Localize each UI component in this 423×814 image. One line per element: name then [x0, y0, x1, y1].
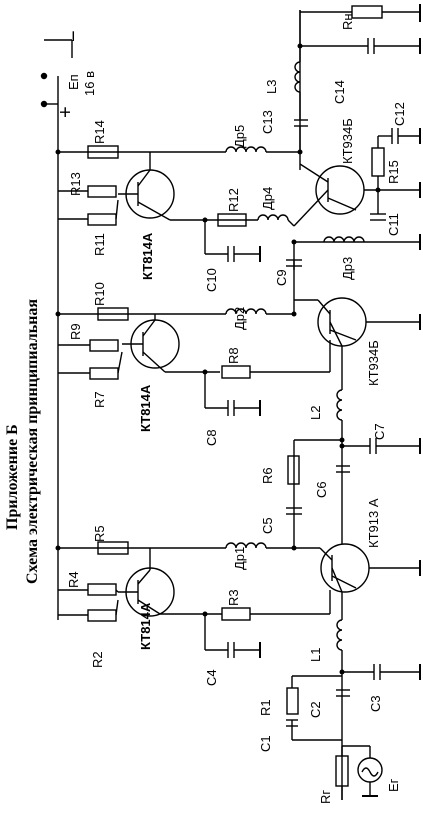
transistor-q2: [320, 543, 370, 593]
choke-dr1: [225, 542, 267, 549]
label-r2: R2: [90, 651, 105, 668]
label-r7: R7: [92, 391, 107, 408]
label-q6: КТ934Б: [340, 118, 355, 164]
choke-dr2: [225, 308, 267, 315]
inductor-l3: [294, 61, 301, 93]
label-l2: L2: [308, 406, 323, 420]
resistor-r7: [89, 367, 119, 380]
label-c10: C10: [204, 268, 219, 292]
transistor-q6: [315, 165, 365, 215]
label-rg: Rг: [318, 790, 333, 804]
label-r15: R15: [386, 160, 401, 184]
label-r9: R9: [68, 323, 83, 340]
label-q5: КТ814А: [140, 232, 155, 280]
label-l1: L1: [308, 648, 323, 662]
label-dr1: Др1: [232, 547, 247, 570]
label-eg: Ег: [386, 778, 401, 792]
resistor-r1: [286, 687, 299, 715]
label-dr4: Др4: [260, 187, 275, 210]
label-r6: R6: [260, 467, 275, 484]
inductor-l1: [336, 619, 343, 651]
label-ep-voltage: 16 в: [82, 71, 97, 96]
resistor-r3: [221, 607, 251, 621]
label-dr3: Др3: [340, 257, 355, 280]
label-c3: C3: [368, 695, 383, 712]
label-q4: КТ934Б: [366, 340, 381, 386]
label-c5: C5: [260, 517, 275, 534]
label-r10: R10: [92, 282, 107, 306]
resistor-rn: [351, 5, 383, 19]
label-c13: C13: [260, 110, 275, 134]
label-r1: R1: [258, 699, 273, 716]
resistor-r8: [221, 365, 251, 379]
label-r4: R4: [66, 571, 81, 588]
resistor-r9: [89, 339, 119, 352]
label-c9: C9: [274, 269, 289, 286]
label-q3: КТ814А: [138, 384, 153, 432]
resistor-r15: [371, 147, 385, 177]
label-c4: C4: [204, 669, 219, 686]
label-l3: L3: [264, 80, 279, 94]
resistor-r4: [87, 583, 117, 596]
label-minus: −: [63, 30, 85, 42]
choke-dr5: [225, 146, 267, 153]
resistor-r5: [97, 541, 129, 555]
resistor-r6: [287, 455, 300, 485]
label-r14: R14: [92, 120, 107, 144]
resistor-r2: [87, 609, 117, 622]
choke-dr4: [257, 214, 289, 221]
resistor-r12: [217, 213, 247, 227]
label-c2: C2: [308, 701, 323, 718]
resistor-r11: [87, 213, 117, 226]
label-c12: C12: [392, 102, 407, 126]
label-dr2: Др2: [232, 307, 247, 330]
label-c8: C8: [204, 429, 219, 446]
resistor-r14: [87, 145, 119, 159]
label-r11: R11: [92, 233, 107, 256]
choke-dr3: [323, 236, 365, 243]
label-r12: R12: [226, 188, 241, 212]
label-ep: Еп: [66, 74, 81, 90]
label-plus: +: [55, 106, 77, 118]
label-r5: R5: [92, 525, 107, 542]
label-dr5: Др5: [232, 125, 247, 148]
label-c14: C14: [332, 80, 347, 104]
source-eg-symbol: [357, 757, 383, 783]
label-rn: Rн: [340, 13, 355, 30]
label-r13: R13: [68, 172, 83, 196]
label-q1: КТ814А: [138, 602, 153, 650]
label-c1: C1: [258, 735, 273, 752]
label-c7: C7: [372, 423, 387, 440]
transistor-q4: [317, 297, 367, 347]
inductor-l2: [336, 389, 343, 421]
label-r8: R8: [226, 347, 241, 364]
label-c6: C6: [314, 481, 329, 498]
resistor-r13: [87, 185, 117, 198]
label-c11: C11: [386, 213, 401, 236]
label-r3: R3: [226, 589, 241, 606]
label-q2: КТ913 А: [366, 498, 381, 548]
resistor-r10: [97, 307, 129, 321]
